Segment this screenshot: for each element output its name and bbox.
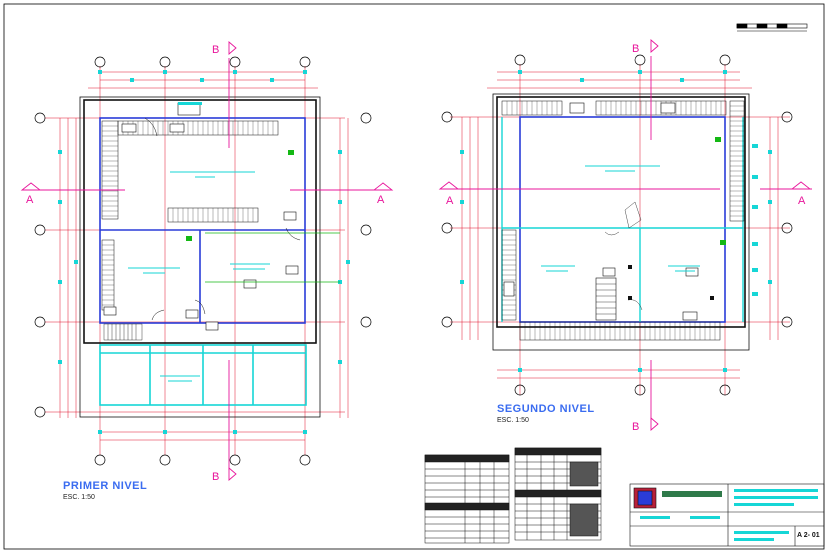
sheet-number: A 2- 01 [797,532,820,539]
section-b-first [228,41,237,481]
garage-outline [99,344,307,406]
section-a-first [20,182,394,191]
section-a-second [438,181,812,190]
section-b-label-bottom: B [212,471,219,483]
second-floor-scale: ESC. 1:50 [497,417,529,424]
schedule-tables [424,447,602,544]
section-b-label-top-2: B [632,43,639,55]
lab-benches-second [501,100,745,341]
dimension-lines-second [450,64,790,395]
bench-hatch-first [102,121,274,306]
section-b-label-top: B [212,44,219,56]
second-floor-title: SEGUNDO NIVEL [497,403,595,415]
section-a-label-right: A [377,194,385,206]
first-floor-scale: ESC. 1:50 [63,494,95,501]
section-b-label-bottom-2: B [632,421,639,433]
section-a-label-left-2: A [446,195,454,207]
section-b-second [650,39,659,431]
sheet-border [3,3,825,550]
second-floor-plan: B B A A [438,39,812,433]
dimension-lines-first [45,66,349,455]
grid-bubbles-second [441,54,793,396]
title-block [629,483,825,547]
first-floor-title: PRIMER NIVEL [63,480,148,492]
grid-bubbles-first [34,56,372,466]
dimension-ticks-first [58,70,350,434]
section-a-label-left: A [26,194,34,206]
walls-first [99,117,306,324]
dimension-ticks-second [460,70,772,372]
walls-second [519,116,726,323]
first-floor-plan: B B A A [20,41,394,483]
graphic-scale [736,23,808,32]
section-a-label-right-2: A [798,195,806,207]
